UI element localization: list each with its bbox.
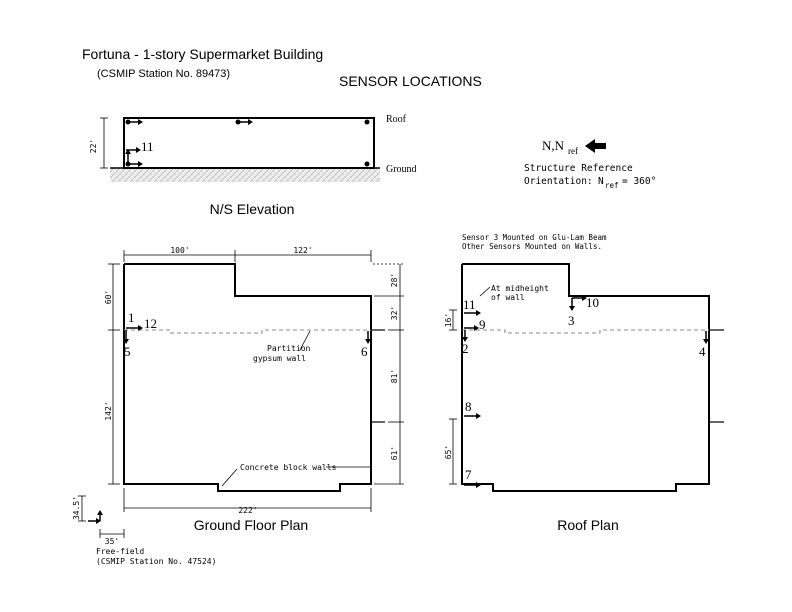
dim-left-bottom: 142'	[104, 401, 113, 420]
dim-right-61: 61'	[390, 446, 399, 460]
roof-sensor-3-label: 3	[568, 313, 575, 328]
partition-wall	[124, 329, 371, 334]
midheight-label-1: At midheight	[491, 284, 549, 293]
ground-hatch	[110, 168, 380, 182]
concrete-label: Concrete block walls	[240, 463, 337, 472]
arrow-right-icon	[136, 147, 141, 153]
roof-dim-16: 16'	[444, 313, 453, 327]
arrow-right-icon	[476, 413, 481, 419]
arrow-up-icon	[97, 510, 103, 515]
roof-plan-outline	[461, 263, 710, 492]
roof-sensor-8-label: 8	[465, 399, 472, 414]
station-number: (CSMIP Station No. 89473)	[97, 68, 230, 80]
elevation-height-dim: 22'	[89, 139, 98, 153]
roof-label: Roof	[386, 114, 407, 125]
north-reference: N,N ref Structure Reference Orientation:…	[524, 138, 656, 190]
orientation-value: = 360°	[622, 176, 656, 187]
arrow-right-icon	[476, 310, 481, 316]
elevation-sensor-11: 11	[141, 139, 154, 154]
free-field: 34.5' 35' Free-field (CSMIP Station No. …	[72, 495, 216, 566]
arrow-up-icon	[125, 149, 131, 154]
ground-label: Ground	[386, 164, 417, 175]
arrow-down-icon	[569, 306, 575, 311]
free-field-label: Free-field	[96, 547, 144, 556]
roof-sensor-7-label: 7	[465, 467, 472, 482]
north-sub: ref	[568, 146, 578, 156]
roof-note-1: Sensor 3 Mounted on Glu-Lam Beam	[462, 233, 607, 242]
sensor-6-label: 6	[361, 344, 368, 359]
free-field-dim-h: 35'	[105, 537, 119, 546]
dim-top-right: 122'	[293, 246, 312, 255]
arrow-right-icon	[138, 325, 143, 331]
free-field-station: (CSMIP Station No. 47524)	[96, 557, 216, 566]
sensor-5-label: 5	[124, 344, 131, 359]
structure-ref-line1: Structure Reference	[524, 163, 633, 174]
partition-label-1: Partition	[267, 344, 311, 353]
arrow-right-icon	[138, 119, 143, 125]
sensor-1-label: 1	[128, 310, 135, 325]
orientation-n: N	[598, 176, 604, 187]
building-title: Fortuna - 1-story Supermarket Building	[82, 46, 323, 62]
midheight-label-2: of wall	[491, 293, 525, 302]
elevation-caption: N/S Elevation	[210, 201, 295, 217]
roof-dim-65: 65'	[444, 445, 453, 459]
north-arrow-icon	[585, 139, 606, 153]
roof-sensor-11-label: 11	[463, 297, 476, 312]
dim-left-top: 60'	[104, 290, 113, 304]
arrow-down-icon	[365, 339, 371, 344]
orientation-label: Orientation:	[524, 176, 593, 187]
ground-floor-plan: 100' 122' 60' 142' 28' 32' 81' 61' 222' …	[104, 246, 404, 515]
dim-right-32: 32'	[390, 306, 399, 320]
roof-sensor-2-label: 2	[462, 341, 469, 356]
sensor-12-label: 12	[144, 316, 157, 331]
arrow-down-icon	[703, 339, 709, 344]
arrow-right-icon	[248, 119, 253, 125]
roof-plan-caption: Roof Plan	[557, 517, 618, 533]
orientation-sub: ref	[605, 181, 619, 190]
roof-sensor-9-label: 9	[479, 317, 486, 332]
dim-bottom: 222'	[238, 506, 257, 515]
dim-right-28: 28'	[390, 273, 399, 287]
arrow-down-icon	[123, 339, 129, 344]
dim-top-left: 100'	[170, 246, 189, 255]
arrow-right-icon	[582, 295, 587, 301]
arrow-right-icon	[138, 161, 143, 167]
arrow-down-icon	[462, 337, 468, 342]
ground-floor-caption: Ground Floor Plan	[194, 517, 308, 533]
partition-label-2: gypsum wall	[253, 354, 306, 363]
roof-sensor-10-label: 10	[586, 295, 599, 310]
ground-floor-outline	[123, 263, 372, 492]
ns-elevation: 22' 11 Roof Ground	[89, 114, 417, 182]
roof-note-2: Other Sensors Mounted on Walls.	[462, 242, 602, 251]
arrow-right-icon	[474, 325, 479, 331]
free-field-dim-v: 34.5'	[72, 496, 81, 520]
sensor-locations-heading: SENSOR LOCATIONS	[339, 73, 482, 89]
arrow-right-icon	[476, 482, 481, 488]
elevation-outline	[123, 117, 375, 169]
north-label: N,N	[542, 138, 565, 153]
dim-right-81: 81'	[390, 369, 399, 383]
roof-plan: Sensor 3 Mounted on Glu-Lam Beam Other S…	[444, 233, 724, 492]
arrow-right-icon	[96, 518, 101, 524]
roof-partition-wall	[462, 329, 709, 334]
roof-sensor-4-label: 4	[699, 344, 706, 359]
